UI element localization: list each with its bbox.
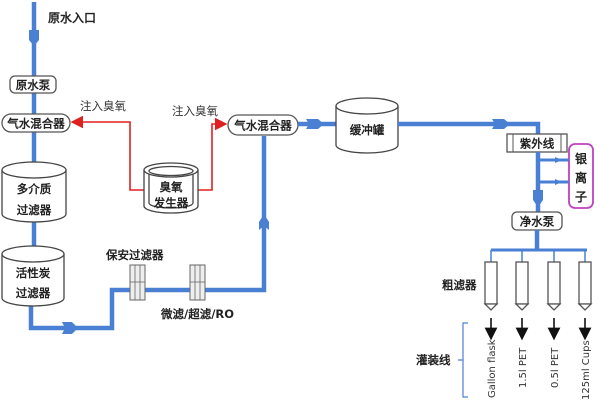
uv-sterilizer: 紫外线 bbox=[506, 133, 568, 153]
output-1-5l-pet: 1.5l PET bbox=[518, 347, 529, 388]
svg-text:气水混合器: 气水混合器 bbox=[233, 119, 292, 133]
coarse-filter-label: 粗滤器 bbox=[442, 278, 477, 292]
flow-arrow-icon bbox=[492, 119, 510, 129]
svg-text:缓冲罐: 缓冲罐 bbox=[350, 123, 385, 137]
ozone-injection-line-1 bbox=[70, 115, 144, 191]
ozone-generator: 臭氧 发生器 bbox=[143, 162, 199, 214]
coarse-filter-1 bbox=[483, 261, 499, 311]
svg-text:多介质: 多介质 bbox=[17, 182, 52, 196]
flow-arrow-icon bbox=[533, 190, 543, 207]
output-125ml-cups: 125ml Cups bbox=[581, 340, 592, 400]
ozone-injection-line-2 bbox=[198, 117, 228, 191]
distribution-manifold bbox=[490, 230, 587, 262]
output-0-5l-pet: 0.5l PET bbox=[550, 347, 561, 388]
filling-line-bracket bbox=[458, 322, 468, 398]
ozone-injection-label-2: 注入臭氧 bbox=[172, 104, 218, 118]
membrane-filter-label: 微滤/超滤/RO bbox=[160, 307, 234, 321]
svg-text:过滤器: 过滤器 bbox=[17, 203, 52, 217]
security-filter bbox=[129, 264, 146, 301]
flow-arrow-icon bbox=[62, 322, 78, 334]
security-filter-label: 保安过滤器 bbox=[105, 248, 164, 262]
svg-text:发生器: 发生器 bbox=[153, 196, 189, 210]
activated-carbon-filter: 活性炭 过滤器 bbox=[1, 245, 65, 307]
coarse-filter-4 bbox=[577, 261, 593, 311]
pipe-tank-to-uv bbox=[398, 121, 541, 134]
flow-arrow-icon bbox=[555, 179, 562, 185]
svg-text:子: 子 bbox=[575, 190, 587, 204]
svg-text:气水混合器: 气水混合器 bbox=[6, 117, 65, 131]
ozone-injection-label-1: 注入臭氧 bbox=[80, 99, 126, 113]
multimedia-filter: 多介质 过滤器 bbox=[1, 161, 67, 223]
flow-arrow-icon bbox=[29, 30, 39, 46]
flow-arrow-icon bbox=[555, 157, 562, 163]
clean-water-pump: 净水泵 bbox=[511, 211, 563, 231]
svg-text:过滤器: 过滤器 bbox=[16, 286, 51, 300]
output-gallon-flask: Gallon flask bbox=[487, 339, 498, 398]
svg-text:净水泵: 净水泵 bbox=[520, 215, 555, 229]
pipe-left-column bbox=[28, 2, 267, 331]
gas-water-mixer-1: 气水混合器 bbox=[1, 113, 71, 133]
svg-text:原水泵: 原水泵 bbox=[16, 78, 51, 92]
svg-text:离: 离 bbox=[575, 170, 587, 185]
flow-arrow-icon bbox=[306, 119, 324, 129]
svg-text:活性炭: 活性炭 bbox=[16, 266, 51, 280]
svg-text:银: 银 bbox=[575, 151, 588, 166]
flow-arrow-icon bbox=[259, 214, 269, 230]
coarse-filter-3 bbox=[546, 261, 562, 311]
coarse-filter-2 bbox=[514, 261, 530, 311]
membrane-filter bbox=[189, 264, 206, 301]
svg-text:臭氧: 臭氧 bbox=[160, 180, 183, 194]
raw-water-pump: 原水泵 bbox=[9, 75, 57, 94]
raw-water-inlet-label: 原水入口 bbox=[48, 10, 96, 25]
filling-line-label: 灌装线 bbox=[416, 353, 451, 367]
silver-ion-unit: 银 离 子 bbox=[568, 143, 594, 209]
buffer-tank: 缓冲罐 bbox=[335, 97, 399, 154]
gas-water-mixer-2: 气水混合器 bbox=[227, 114, 299, 136]
svg-text:紫外线: 紫外线 bbox=[520, 137, 555, 151]
